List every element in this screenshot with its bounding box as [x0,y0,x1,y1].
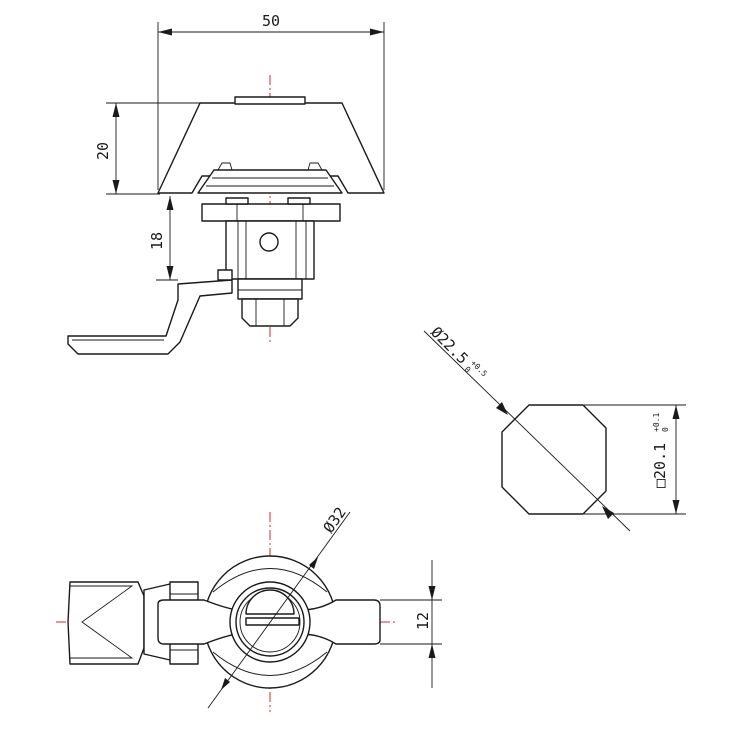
cutout-flat-tol-upper: +0.1 [652,413,661,432]
cam-arm [67,279,233,355]
handle-width-label: 12 [414,612,432,630]
front-cam-arm [67,581,145,665]
cutout-view: Ø22.5 +0.5 0 □20.1 +0.1 0 [423,323,686,532]
cutout-diameter-tol-lower: 0 [463,365,473,375]
shaft-end [241,298,299,327]
hex-nut [201,203,341,222]
dim-width: 50 [157,12,385,190]
bezel [197,169,343,194]
dim-body-height: 18 [148,196,178,281]
cutout-flat-tol-lower: 0 [661,427,670,432]
dim-body-height-label: 18 [148,232,166,250]
keyhole-cap [245,589,295,615]
dim-width-label: 50 [262,12,280,30]
front-view: Ø32 12 [56,504,442,712]
key-slot [245,617,300,626]
side-view: 50 20 18 [67,12,385,355]
inner-ring [235,587,305,657]
dim-head-height: 20 [94,102,200,195]
face-diameter-label: Ø32 [320,504,350,537]
cutout-diameter-label: Ø22.5 [427,323,472,368]
body-hole [259,232,279,252]
dim-handle-width: 12 [380,560,442,688]
dim-head-height-label: 20 [94,142,112,160]
head-knob [234,96,306,105]
cutout-flat-label: □20.1 [651,443,669,488]
